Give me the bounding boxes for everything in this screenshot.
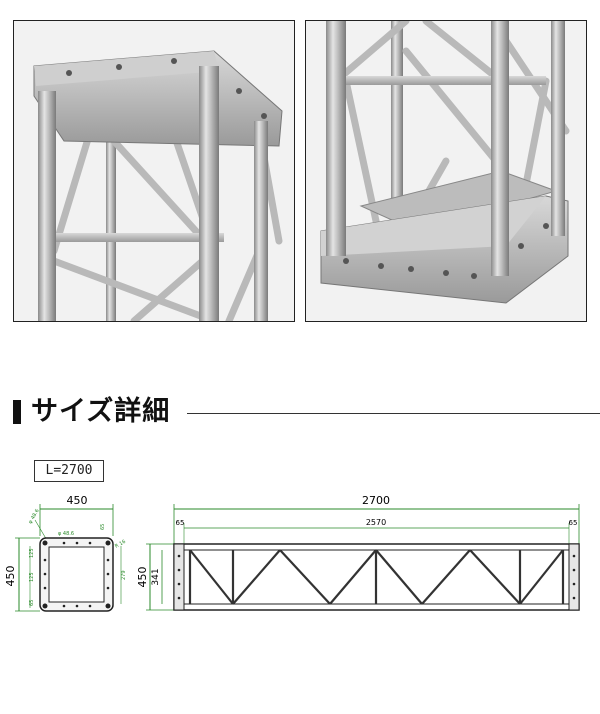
top-right-dim: 65 xyxy=(100,524,106,530)
side-view: 2700 2570 65 65 450 341 xyxy=(136,494,580,611)
right-notch-dim: R 16 xyxy=(114,539,127,550)
truss-bottom-photo xyxy=(305,20,587,322)
end-height-value: 450 xyxy=(4,566,17,587)
right-side-dim: 279 xyxy=(121,570,127,580)
end-view: 450 450 125 125 65 φ 48.6 φ 48.6 65 R 16… xyxy=(4,494,127,612)
inner-length-value: 2570 xyxy=(366,518,386,527)
end-left-value: 65 xyxy=(176,519,185,527)
left-bottom-dim: 65 xyxy=(29,600,35,606)
end-right-value: 65 xyxy=(569,519,578,527)
left-top-dim: 125 xyxy=(29,548,35,558)
dimension-drawing: 450 450 125 125 65 φ 48.6 φ 48.6 65 R 16… xyxy=(4,494,580,612)
section-title: サイズ詳細 xyxy=(31,396,171,427)
end-width-value: 450 xyxy=(67,494,88,507)
heading-marker xyxy=(13,400,21,424)
corner-dim-b: φ 48.6 xyxy=(58,531,74,537)
length-label: L=2700 xyxy=(34,460,104,482)
overall-length-value: 2700 xyxy=(362,494,390,507)
truss-top-photo xyxy=(13,20,295,322)
left-mid-dim: 125 xyxy=(29,572,35,582)
side-inner-height-value: 341 xyxy=(151,568,161,585)
section-heading: サイズ詳細 xyxy=(13,393,600,433)
heading-rule xyxy=(187,413,600,414)
corner-dim-a: φ 48.6 xyxy=(28,508,41,525)
side-height-value: 450 xyxy=(136,567,149,588)
